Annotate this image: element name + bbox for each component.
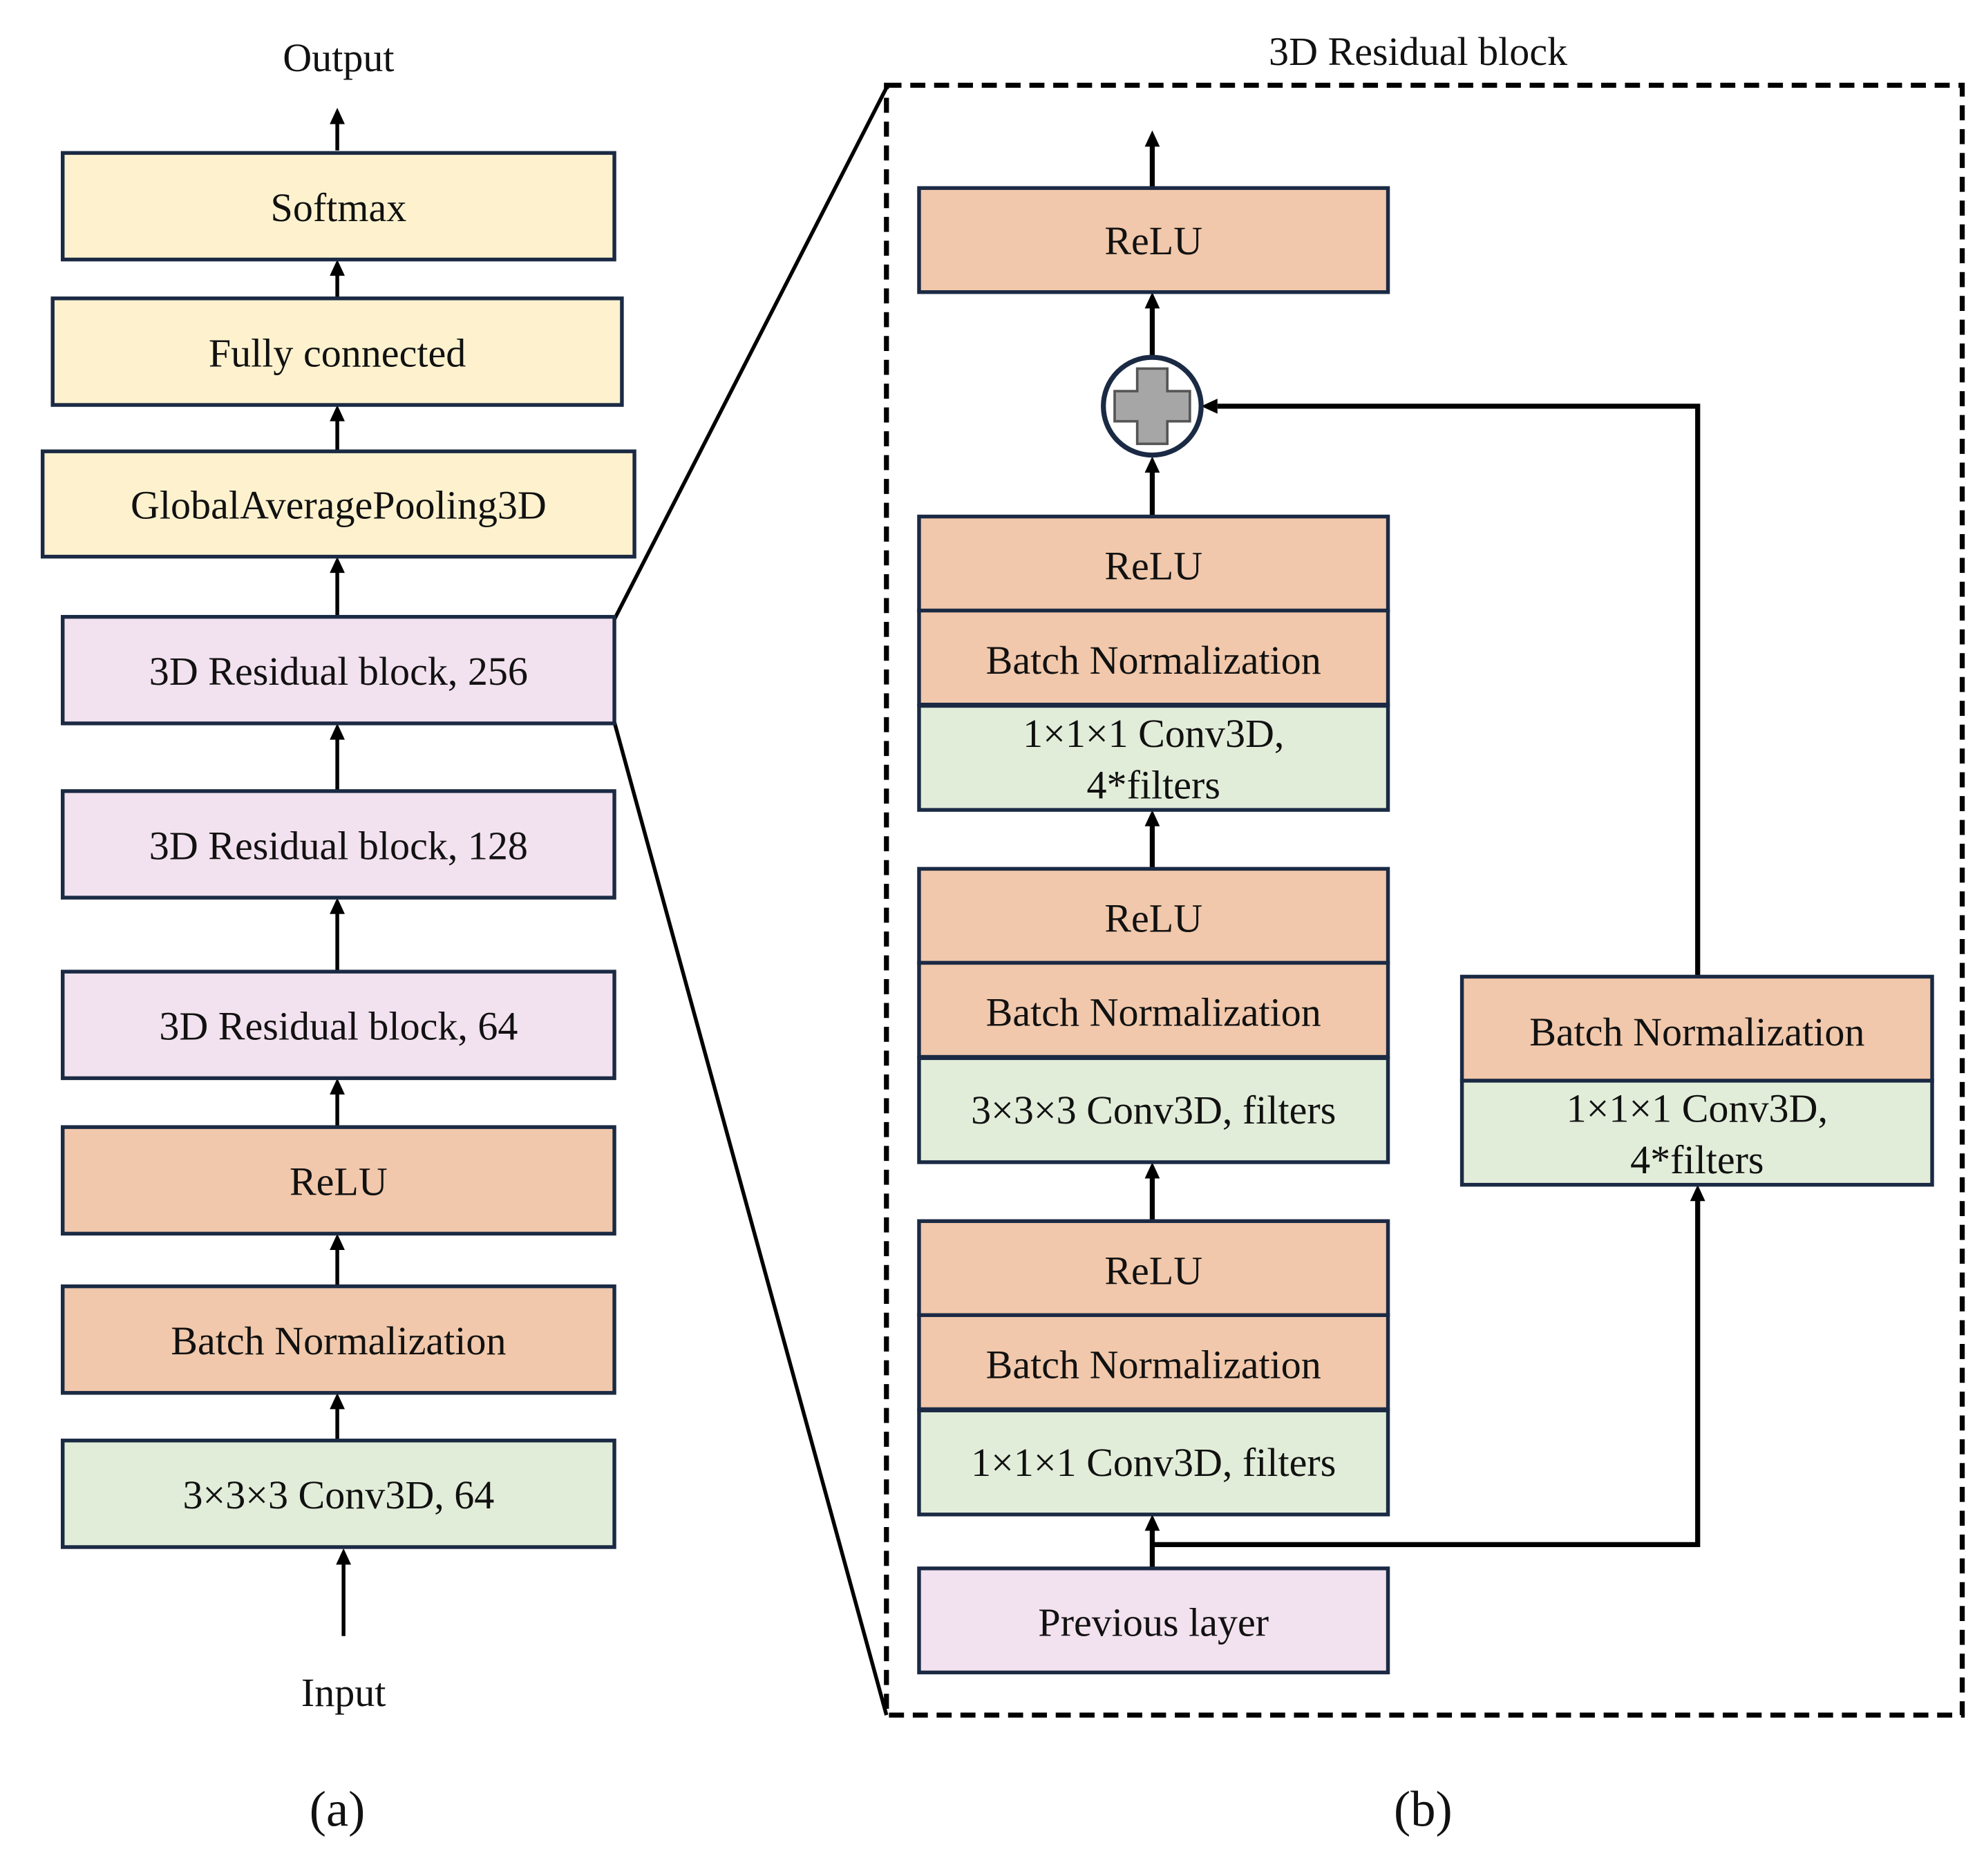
main-bn-box — [917, 960, 1390, 1059]
main-arrow-head — [1144, 1514, 1160, 1531]
main-conv-label: 1×1×1 Conv3D, — [1023, 711, 1284, 756]
main-relu-label: ReLU — [1104, 544, 1202, 589]
left-arrow-head — [330, 898, 345, 914]
left-arrow-head — [330, 1078, 345, 1095]
previous-layer-label: Previous layer — [1038, 1600, 1269, 1645]
main-bn-label: Batch Normalization — [986, 1342, 1321, 1387]
left-layer-label: Batch Normalization — [171, 1318, 506, 1363]
shortcut-bn-label: Batch Normalization — [1529, 1010, 1864, 1054]
left-layer-label: 3D Residual block, 256 — [149, 649, 528, 694]
shortcut-line-in — [1152, 1200, 1701, 1547]
connector-lines — [330, 82, 1965, 1718]
main-bn-box — [917, 1313, 1390, 1412]
main-conv-label: 4*filters — [1087, 762, 1220, 807]
left-layer-box — [60, 614, 616, 726]
left-layer-label: ReLU — [290, 1159, 388, 1204]
left-layer-box — [60, 151, 616, 262]
left-layer-box — [50, 296, 624, 407]
left-layer-box — [40, 449, 636, 559]
main-relu-box — [917, 866, 1390, 965]
main-conv-box — [917, 1408, 1390, 1517]
main-bn-label: Batch Normalization — [986, 990, 1321, 1035]
main-bn-label: Batch Normalization — [986, 638, 1321, 683]
left-arrow-head — [330, 723, 345, 740]
arrow-to-add-head — [1144, 456, 1160, 473]
main-bn-box — [917, 608, 1390, 707]
main-conv-box — [917, 1056, 1390, 1164]
output-label: Output — [283, 35, 394, 80]
arrow-from-input-head — [336, 1548, 352, 1565]
residual-block-title: 3D Residual block — [1269, 29, 1568, 74]
arrow-to-output-head — [330, 108, 345, 124]
left-layer-label: Fully connected — [209, 330, 466, 375]
main-conv-label: 1×1×1 Conv3D, filters — [971, 1440, 1336, 1485]
left-arrow-head — [330, 1392, 345, 1410]
zoom-line — [612, 721, 889, 1716]
output-relu-box — [917, 186, 1390, 294]
shortcut-conv-label: 4*filters — [1630, 1137, 1764, 1182]
left-layer-label: 3×3×3 Conv3D, 64 — [182, 1472, 494, 1517]
left-layer-label: Softmax — [271, 185, 407, 230]
shortcut-bn-box — [1459, 974, 1934, 1083]
main-relu-label: ReLU — [1104, 896, 1202, 941]
main-relu-box — [917, 514, 1390, 613]
left-layer-label: GlobalAveragePooling3D — [131, 483, 547, 528]
arrow-block-output-head — [1144, 130, 1160, 147]
zoom-line — [612, 86, 889, 620]
layer-boxes — [40, 151, 1934, 1675]
main-arrow-head — [1144, 810, 1160, 826]
left-arrow-head — [330, 1233, 345, 1250]
main-conv-label: 3×3×3 Conv3D, filters — [971, 1088, 1336, 1133]
shortcut-line-out — [1217, 404, 1701, 977]
left-layer-label: 3D Residual block, 128 — [149, 823, 528, 868]
main-relu-label: ReLU — [1104, 1248, 1202, 1293]
arrow-add-to-relu-head — [1144, 292, 1160, 309]
caption-b: (b) — [1394, 1781, 1453, 1837]
shortcut-conv-label: 1×1×1 Conv3D, — [1567, 1086, 1828, 1130]
left-arrow-head — [330, 405, 345, 421]
main-arrow-head — [1144, 1162, 1160, 1179]
left-layer-box — [60, 969, 616, 1081]
residual-block-frame — [884, 82, 1965, 1718]
left-arrow-head — [330, 259, 345, 276]
left-layer-box — [60, 1284, 616, 1395]
main-conv-box — [917, 703, 1390, 812]
output-relu-label: ReLU — [1104, 218, 1202, 263]
previous-layer-box — [917, 1566, 1390, 1675]
input-label: Input — [301, 1670, 386, 1715]
caption-a: (a) — [310, 1781, 366, 1837]
shortcut-line-in-head — [1690, 1184, 1705, 1202]
main-relu-box — [917, 1219, 1390, 1318]
plus-icon — [1113, 367, 1191, 446]
shortcut-conv-box — [1459, 1079, 1934, 1187]
left-layer-label: 3D Residual block, 64 — [159, 1004, 518, 1049]
left-layer-box — [60, 789, 616, 900]
left-layer-box — [60, 1125, 616, 1236]
left-arrow-head — [330, 556, 345, 574]
left-layer-box — [60, 1439, 616, 1549]
shortcut-line-out-head — [1201, 398, 1218, 414]
